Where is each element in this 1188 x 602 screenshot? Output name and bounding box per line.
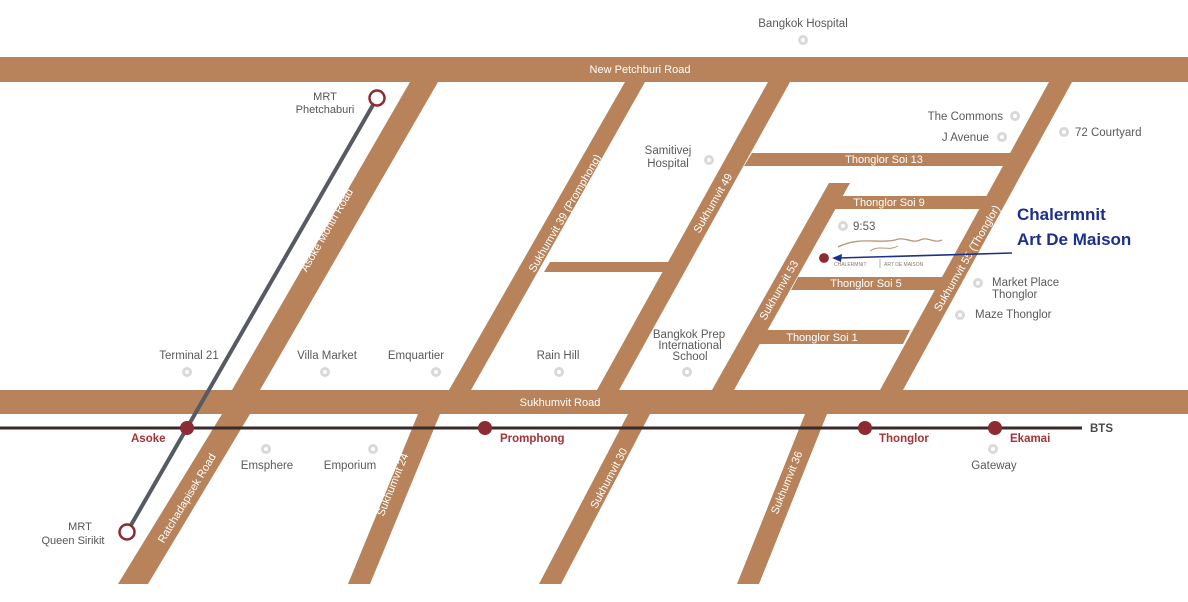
station-ekamai-marker [988,421,1002,435]
poi-emsphere: Emsphere [241,444,293,472]
road-thonglor-soi-13 [744,153,1020,166]
svg-text:Emquartier: Emquartier [388,350,444,362]
svg-text:Bangkok Prep: Bangkok Prep [653,329,725,341]
svg-text:Maze Thonglor: Maze Thonglor [975,309,1052,321]
poi-emquartier: Emquartier [388,350,444,377]
svg-text:Bangkok Hospital: Bangkok Hospital [758,18,848,30]
svg-text:Gateway: Gateway [971,460,1017,472]
destination-marker [817,251,831,265]
points-of-interest: Bangkok Hospital The Commons J Avenue 72… [159,18,1141,472]
svg-text:Market Place: Market Place [992,277,1059,289]
road-sukhumvit-36 [737,414,827,584]
svg-text:72 Courtyard: 72 Courtyard [1075,127,1141,139]
label-thonglor-soi-5: Thonglor Soi 5 [830,278,902,290]
svg-text:Thonglor: Thonglor [992,289,1038,301]
label-station-ekamai: Ekamai [1010,433,1050,445]
poi-samitivej-hospital: Samitivej Hospital [645,145,714,170]
poi-gateway: Gateway [971,444,1017,472]
poi-market-place-thonglor: Market Place Thonglor [973,277,1059,301]
station-promphong-marker [478,421,492,435]
svg-text:School: School [672,351,707,363]
label-station-promphong: Promphong [500,433,565,445]
road-ratchadapisek [118,414,250,584]
station-asoke-marker [180,421,194,435]
road-thonglor-soi-9 [831,196,999,209]
label-thonglor-soi-13: Thonglor Soi 13 [845,154,923,166]
bts-line: BTS [0,423,1113,435]
svg-text:9:53: 9:53 [853,221,875,233]
road-new-petchburi [0,57,1188,82]
bts-track [0,426,1082,430]
poi-rain-hill: Rain Hill [537,350,580,377]
mrt-phetchaburi-marker [368,89,386,107]
chalermnit-logo: CHALERMNIT ART DE MAISON [834,238,943,268]
label-thonglor-soi-1: Thonglor Soi 1 [786,332,858,344]
destination-pointer-arrow [837,252,1013,259]
label-mrt-queen-sirikit-1: MRT [68,521,92,533]
svg-text:Samitivej: Samitivej [645,145,692,157]
svg-text:Rain Hill: Rain Hill [537,350,580,362]
poi-the-commons: The Commons [928,111,1020,123]
mrt-track [125,97,379,533]
poi-emporium: Emporium [324,444,378,472]
poi-bangkok-hospital: Bangkok Hospital [758,18,848,45]
label-sukhumvit-39: Sukhumvit 39 (Promphong) [527,153,604,275]
label-sukhumvit-road: Sukhumvit Road [520,397,601,409]
destination-arrowhead-icon [832,254,842,262]
label-sukhumvit-53: Sukhumvit 53 [758,259,802,323]
label-thonglor-soi-9: Thonglor Soi 9 [853,197,925,209]
poi-9-53: 9:53 [838,221,875,233]
road-thonglor-soi-5 [791,277,950,290]
label-mrt-phetchaburi-2: Phetchaburi [296,104,355,116]
svg-text:Emsphere: Emsphere [241,460,293,472]
road-sukhumvit-39 [449,82,645,390]
poi-maze-thonglor: Maze Thonglor [955,309,1052,321]
svg-text:The Commons: The Commons [928,111,1004,123]
road-network [0,57,1188,584]
label-station-asoke: Asoke [131,433,166,445]
road-thonglor-soi-1 [757,330,910,344]
destination: CHALERMNIT ART DE MAISON Chalermnit Art … [817,205,1131,268]
road-sukhumvit-24 [348,414,440,584]
logo-wave-icon [837,238,943,248]
poi-j-avenue: J Avenue [942,132,1007,144]
label-new-petchburi-road: New Petchburi Road [590,64,691,76]
poi-villa-market: Villa Market [297,350,358,377]
label-mrt-phetchaburi-1: MRT [313,91,337,103]
road-sukhumvit-49 [597,82,790,390]
destination-name-line1: Chalermnit [1017,205,1106,224]
destination-name-line2: Art De Maison [1017,230,1131,249]
road-sukhumvit-55 [880,82,1072,390]
bts-stations: Asoke Promphong Thonglor Ekamai [131,421,1050,445]
logo-text-left: CHALERMNIT [834,262,867,268]
svg-text:Terminal 21: Terminal 21 [159,350,218,362]
station-thonglor-marker [858,421,872,435]
road-sukhumvit-53 [712,183,850,390]
mrt-queen-sirikit-marker [118,523,136,541]
svg-text:Villa Market: Villa Market [297,350,358,362]
road-sukhumvit-30 [539,414,650,584]
mrt-line: MRT Phetchaburi MRT Queen Sirikit [42,89,386,547]
svg-text:Emporium: Emporium [324,460,376,472]
poi-72-courtyard: 72 Courtyard [1059,127,1141,139]
label-mrt-queen-sirikit-2: Queen Sirikit [42,535,105,547]
poi-terminal-21: Terminal 21 [159,350,219,377]
label-station-thonglor: Thonglor [879,433,929,445]
svg-text:Hospital: Hospital [647,158,689,170]
road-asoke-montri [232,82,438,390]
label-bts: BTS [1090,423,1113,435]
svg-text:International: International [658,340,721,352]
poi-bangkok-prep: Bangkok Prep International School [653,329,725,377]
road-connector-39-49 [544,262,672,272]
svg-text:J Avenue: J Avenue [942,132,989,144]
logo-text-right: ART DE MAISON [884,262,924,268]
